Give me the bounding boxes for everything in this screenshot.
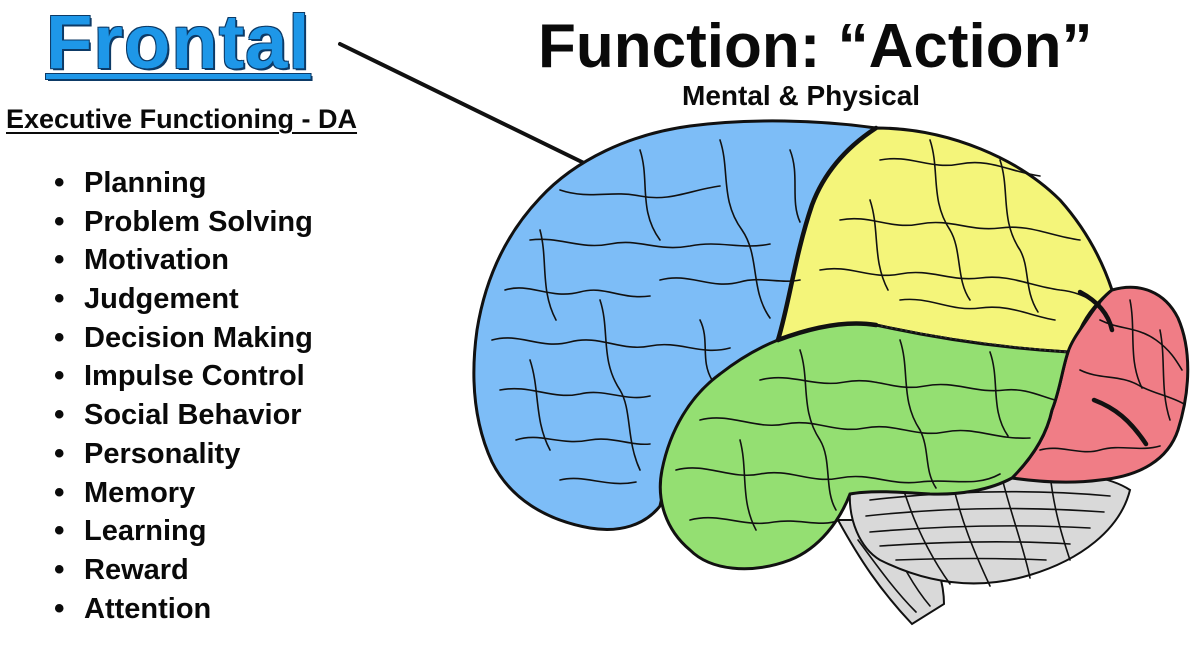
page-title: Frontal <box>46 0 311 85</box>
list-item: Problem Solving <box>54 203 313 242</box>
temporal-lobe <box>658 322 1071 571</box>
dotted-boundary <box>875 324 1067 353</box>
list-item: Decision Making <box>54 319 313 358</box>
list-item: Memory <box>54 474 313 513</box>
pointer-line <box>338 42 588 166</box>
list-item: Planning <box>54 164 313 203</box>
list-item: Social Behavior <box>54 396 313 435</box>
list-item: Motivation <box>54 241 313 280</box>
executive-functioning-heading: Executive Functioning - DA <box>6 104 358 134</box>
occipital-lobe <box>1008 285 1190 484</box>
list-item: Personality <box>54 435 313 474</box>
function-list: Planning Problem Solving Motivation Judg… <box>54 164 313 628</box>
calcarine-sulcus <box>1091 397 1149 447</box>
function-title: Function: “Action” <box>538 12 1093 81</box>
lateral-sulcus <box>775 321 879 343</box>
central-sulcus <box>775 125 879 343</box>
function-subtitle: Mental & Physical <box>682 80 921 111</box>
list-item: Judgement <box>54 280 313 319</box>
occipital-sulcus <box>1077 289 1115 333</box>
list-item: Reward <box>54 551 313 590</box>
list-item: Attention <box>54 590 313 629</box>
list-item: Learning <box>54 512 313 551</box>
list-item: Impulse Control <box>54 357 313 396</box>
